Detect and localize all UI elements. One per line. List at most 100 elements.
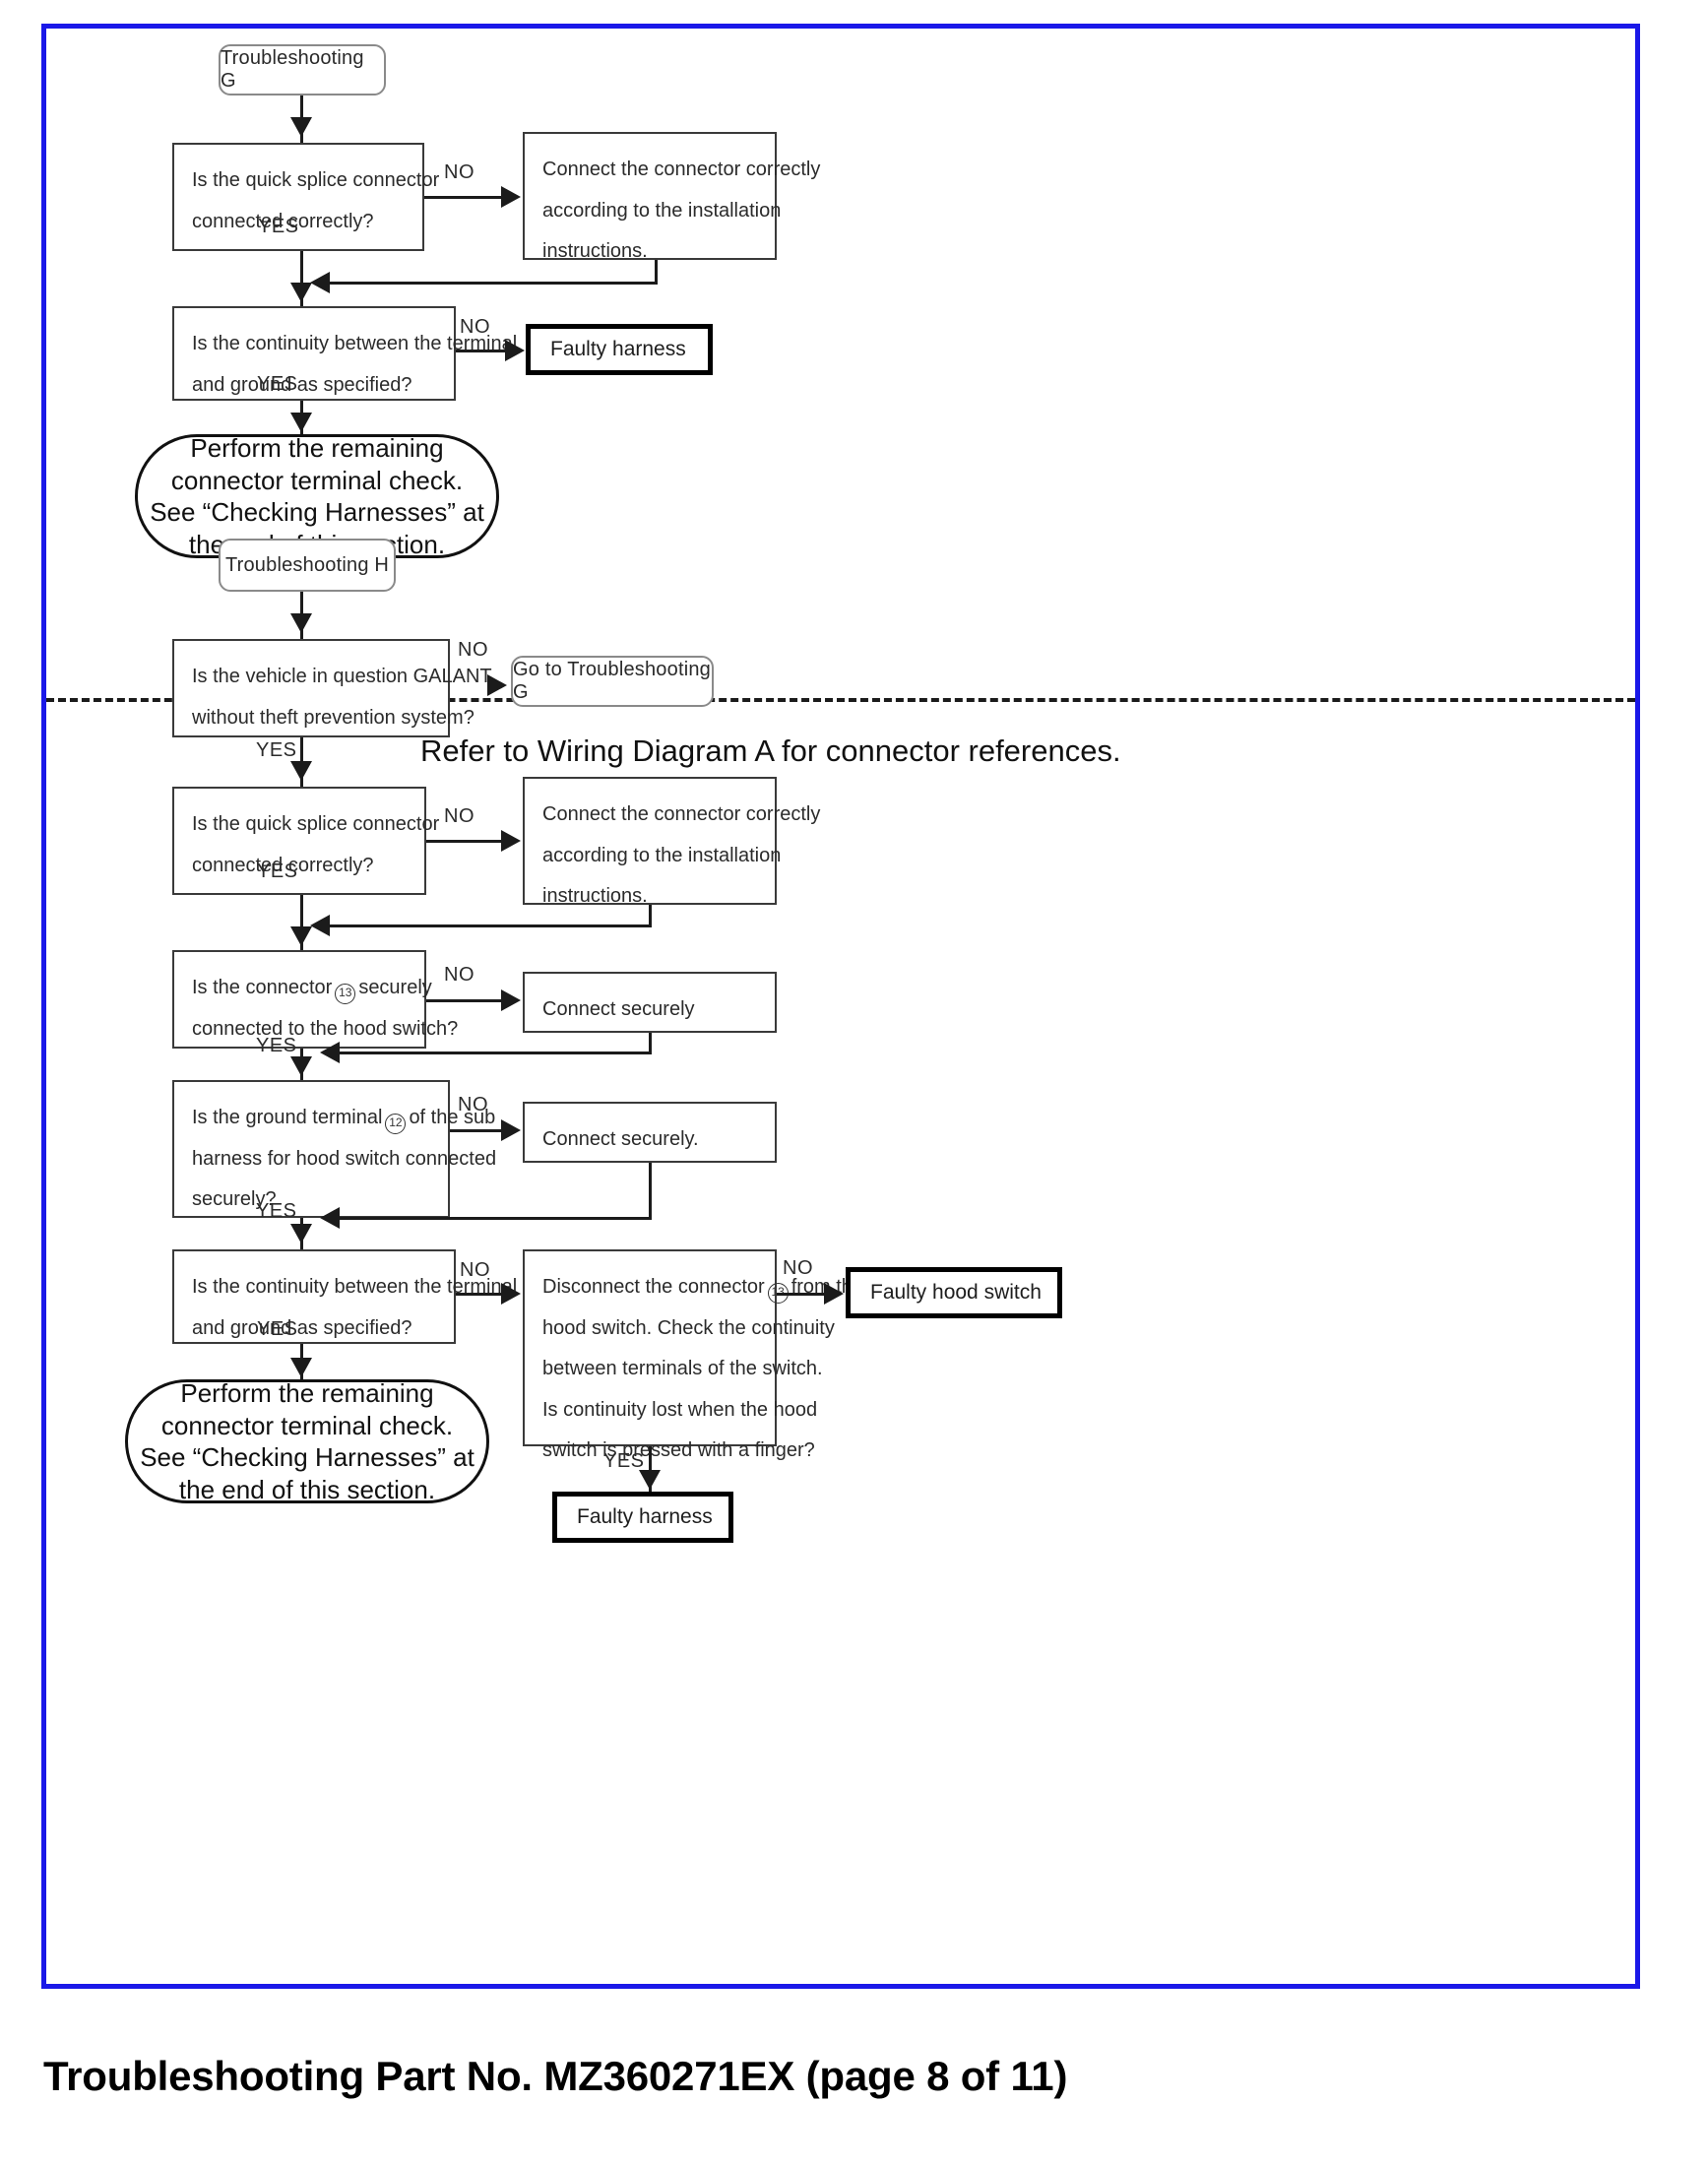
edge-label-no: NO <box>783 1257 813 1279</box>
arrow-right-icon <box>824 1283 844 1305</box>
text-line: connected correctly? <box>192 210 374 232</box>
text-line: between terminals of the switch. <box>542 1358 823 1380</box>
decision-continuity-h: Is the continuity between the terminal a… <box>172 1249 518 1344</box>
text-line: Is the quick splice connector <box>192 813 440 835</box>
action-connect-connector-g: Connect the connector correctly accordin… <box>523 132 821 262</box>
arrow-left-icon <box>310 915 330 936</box>
note-remaining-check-h: Perform the remaining connector terminal… <box>125 1378 489 1504</box>
arrow-down-icon <box>290 1358 312 1377</box>
terminal-faulty-hood-switch: Faulty hood switch <box>846 1267 1062 1318</box>
edge-label-yes: YES <box>256 1200 297 1222</box>
text-line: hood switch. Check the continuity <box>542 1316 835 1339</box>
text-line: without theft prevention system? <box>192 706 474 729</box>
connector-line <box>300 251 303 306</box>
connector-line <box>424 196 513 199</box>
arrow-down-icon <box>290 1224 312 1243</box>
arrow-right-icon <box>501 989 521 1011</box>
text-line: connected correctly? <box>192 854 374 876</box>
text-line: and ground as specified? <box>192 1316 412 1339</box>
text-line: and ground as specified? <box>192 373 412 396</box>
arrow-right-icon <box>501 1119 521 1141</box>
text-segment: Is the connector <box>192 977 333 998</box>
connector-ref-icon: 12 <box>385 1114 407 1134</box>
connector-line <box>426 999 513 1002</box>
arrow-down-icon <box>290 413 312 432</box>
text-line: Is the vehicle in question GALANT <box>192 666 492 687</box>
edge-label-no: NO <box>444 805 474 827</box>
arrow-right-icon <box>501 186 521 208</box>
edge-label-yes: YES <box>257 373 298 395</box>
text-segment: of the sub <box>409 1107 496 1128</box>
text-line: according to the installation <box>542 844 782 866</box>
edge-label-no: NO <box>444 161 474 183</box>
edge-label-no: NO <box>458 639 488 661</box>
connector-line <box>649 1163 652 1220</box>
connector-line <box>456 1293 513 1296</box>
terminal-troubleshooting-g: Troubleshooting G <box>219 44 386 96</box>
connector-line <box>330 1052 649 1054</box>
text-line: switch is pressed with a finger? <box>542 1439 815 1462</box>
arrow-left-icon <box>310 272 330 293</box>
connector-ref-icon: 13 <box>335 984 356 1004</box>
arrow-down-icon <box>290 761 312 781</box>
edge-label-no: NO <box>458 1094 488 1115</box>
text-line: Connect securely <box>542 998 695 1020</box>
text-line: Is the quick splice connector <box>192 169 440 191</box>
text-line: Connect the connector correctly <box>542 159 821 180</box>
arrow-right-icon <box>501 830 521 852</box>
edge-label-yes: YES <box>258 216 299 237</box>
edge-label-yes: YES <box>256 1035 297 1056</box>
arrow-down-icon <box>290 283 312 302</box>
terminal-faulty-harness-g: Faulty harness <box>526 324 713 375</box>
decision-quick-splice-h: Is the quick splice connector connected … <box>172 787 440 895</box>
arrow-down-icon <box>290 117 312 137</box>
edge-label-no: NO <box>460 316 490 338</box>
note-remaining-check-g: Perform the remaining connector terminal… <box>135 433 499 559</box>
text-line: according to the installation <box>542 199 782 222</box>
terminal-faulty-harness-h: Faulty harness <box>552 1492 733 1543</box>
arrow-down-icon <box>290 926 312 946</box>
note-text: Perform the remaining connector terminal… <box>140 1378 474 1504</box>
text-segment: securely <box>358 977 432 998</box>
terminal-goto-troubleshooting-g: Go to Troubleshooting G <box>511 656 714 707</box>
connector-line <box>649 905 652 927</box>
section-divider <box>46 698 1635 702</box>
connector-line <box>320 924 651 927</box>
text-segment: Disconnect the connector <box>542 1276 765 1298</box>
connector-line <box>300 895 303 950</box>
connector-line <box>777 1293 836 1296</box>
connector-line <box>655 260 658 285</box>
decision-continuity-g: Is the continuity between the terminal a… <box>172 306 517 401</box>
edge-label-yes: YES <box>257 860 298 882</box>
arrow-right-icon <box>487 674 507 696</box>
edge-label-no: NO <box>444 964 474 986</box>
decision-galant-theft: Is the vehicle in question GALANT withou… <box>172 639 492 737</box>
terminal-troubleshooting-h: Troubleshooting H <box>219 539 396 592</box>
action-connect-securely-2: Connect securely. <box>523 1102 777 1163</box>
connector-line <box>330 1217 649 1220</box>
connector-line <box>426 840 513 843</box>
text-line: Connect the connector correctly <box>542 803 821 825</box>
action-connect-securely-1: Connect securely <box>523 972 777 1033</box>
text-line: harness for hood switch connected <box>192 1147 497 1170</box>
text-line: instructions. <box>542 885 648 908</box>
edge-label-yes: YES <box>256 739 297 761</box>
arrow-down-icon <box>290 613 312 633</box>
connector-line <box>649 1446 652 1492</box>
text-line: Is the continuity between the terminal <box>192 1276 518 1298</box>
diagram-frame: Troubleshooting G Is the quick splice co… <box>41 24 1640 1989</box>
text-line: securely? <box>192 1188 277 1211</box>
text-line: instructions. <box>542 240 648 263</box>
arrow-down-icon <box>290 1056 312 1076</box>
action-connect-connector-h: Connect the connector correctly accordin… <box>523 777 821 907</box>
text-line: connected to the hood switch? <box>192 1017 459 1040</box>
connector-line <box>649 1033 652 1054</box>
arrow-right-icon <box>501 1283 521 1305</box>
edge-label-yes: YES <box>257 1318 298 1340</box>
arrow-left-icon <box>320 1042 340 1063</box>
connector-line <box>450 1129 513 1132</box>
